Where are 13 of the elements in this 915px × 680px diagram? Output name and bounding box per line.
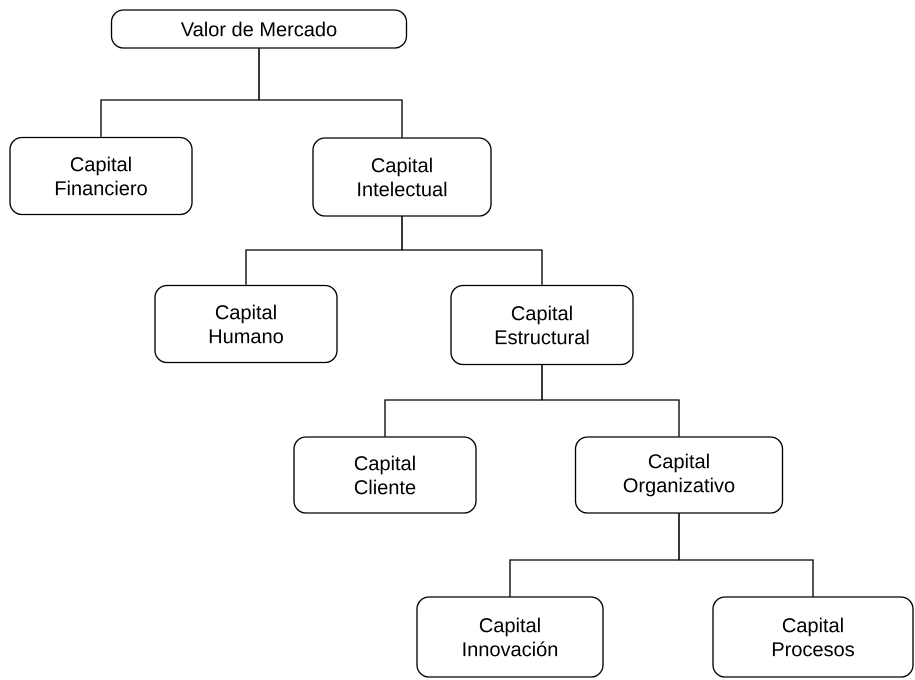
box: Valor de Mercado (110, 9, 408, 49)
box: Capital Innovación (416, 596, 604, 678)
box: Capital Estructural (450, 284, 634, 366)
connector (541, 365, 680, 436)
box: Capital Procesos (712, 596, 914, 678)
box: Capital Cliente (293, 436, 477, 514)
box: Capital Organizativo (574, 436, 784, 514)
connector (258, 48, 403, 138)
box: Capital Intelectual (312, 137, 492, 217)
box: Capital Financiero (9, 136, 193, 216)
connector (678, 514, 814, 596)
box: Capital Humano (154, 284, 338, 364)
connector (401, 216, 543, 285)
